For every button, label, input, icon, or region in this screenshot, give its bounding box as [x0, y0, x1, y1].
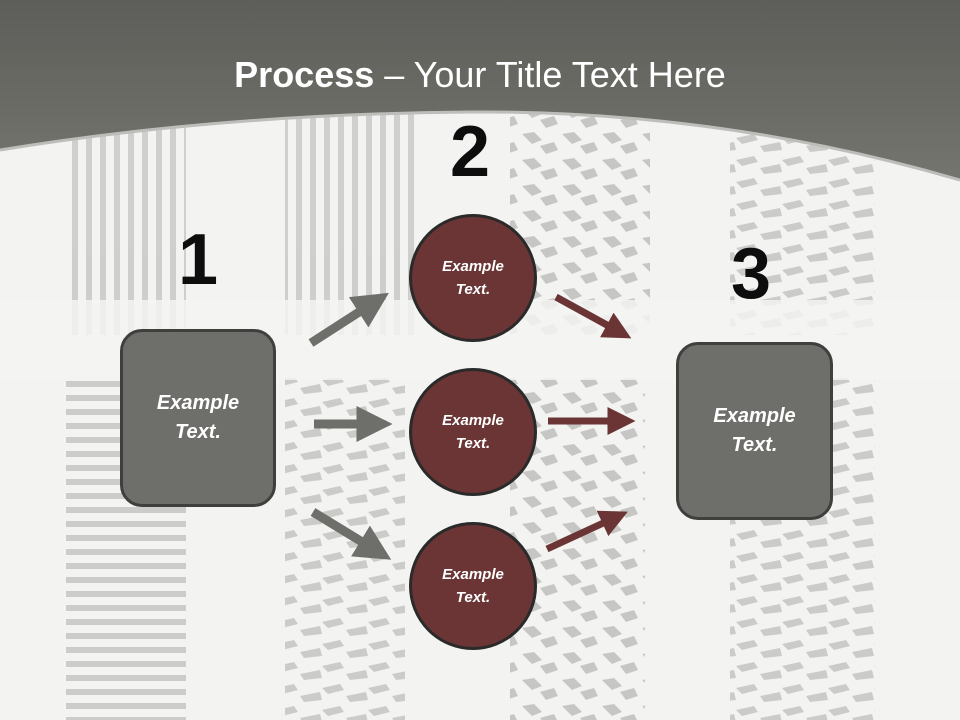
- step-2-circle-bottom-text: Example Text.: [442, 566, 504, 606]
- step-number-3: 3: [731, 234, 772, 314]
- step-3-text: Example Text.: [713, 405, 796, 456]
- step-2-circle-middle: Example Text.: [409, 368, 537, 496]
- arrow-gray-up: [308, 292, 389, 347]
- step-2-circle-middle-text: Example Text.: [442, 412, 504, 452]
- title-bold: Process: [234, 54, 375, 95]
- step-3-box: Example Text.: [676, 342, 833, 520]
- step-2-circle-bottom: Example Text.: [409, 522, 537, 650]
- arrow-gray-down: [310, 508, 392, 560]
- step-1-text: Example Text.: [156, 392, 240, 443]
- arrow-red-down: [554, 293, 632, 339]
- title-rest: – Your Title Text Here: [374, 54, 726, 95]
- step-1-box: Example Text.: [120, 329, 276, 507]
- page-title: Process – Your Title Text Here: [0, 52, 960, 98]
- step-number-1: 1: [178, 220, 219, 300]
- arrow-red-up: [545, 510, 628, 553]
- step-2-circle-top: Example Text.: [409, 214, 537, 342]
- step-number-2: 2: [450, 112, 491, 192]
- step-2-circle-top-text: Example Text.: [442, 258, 504, 298]
